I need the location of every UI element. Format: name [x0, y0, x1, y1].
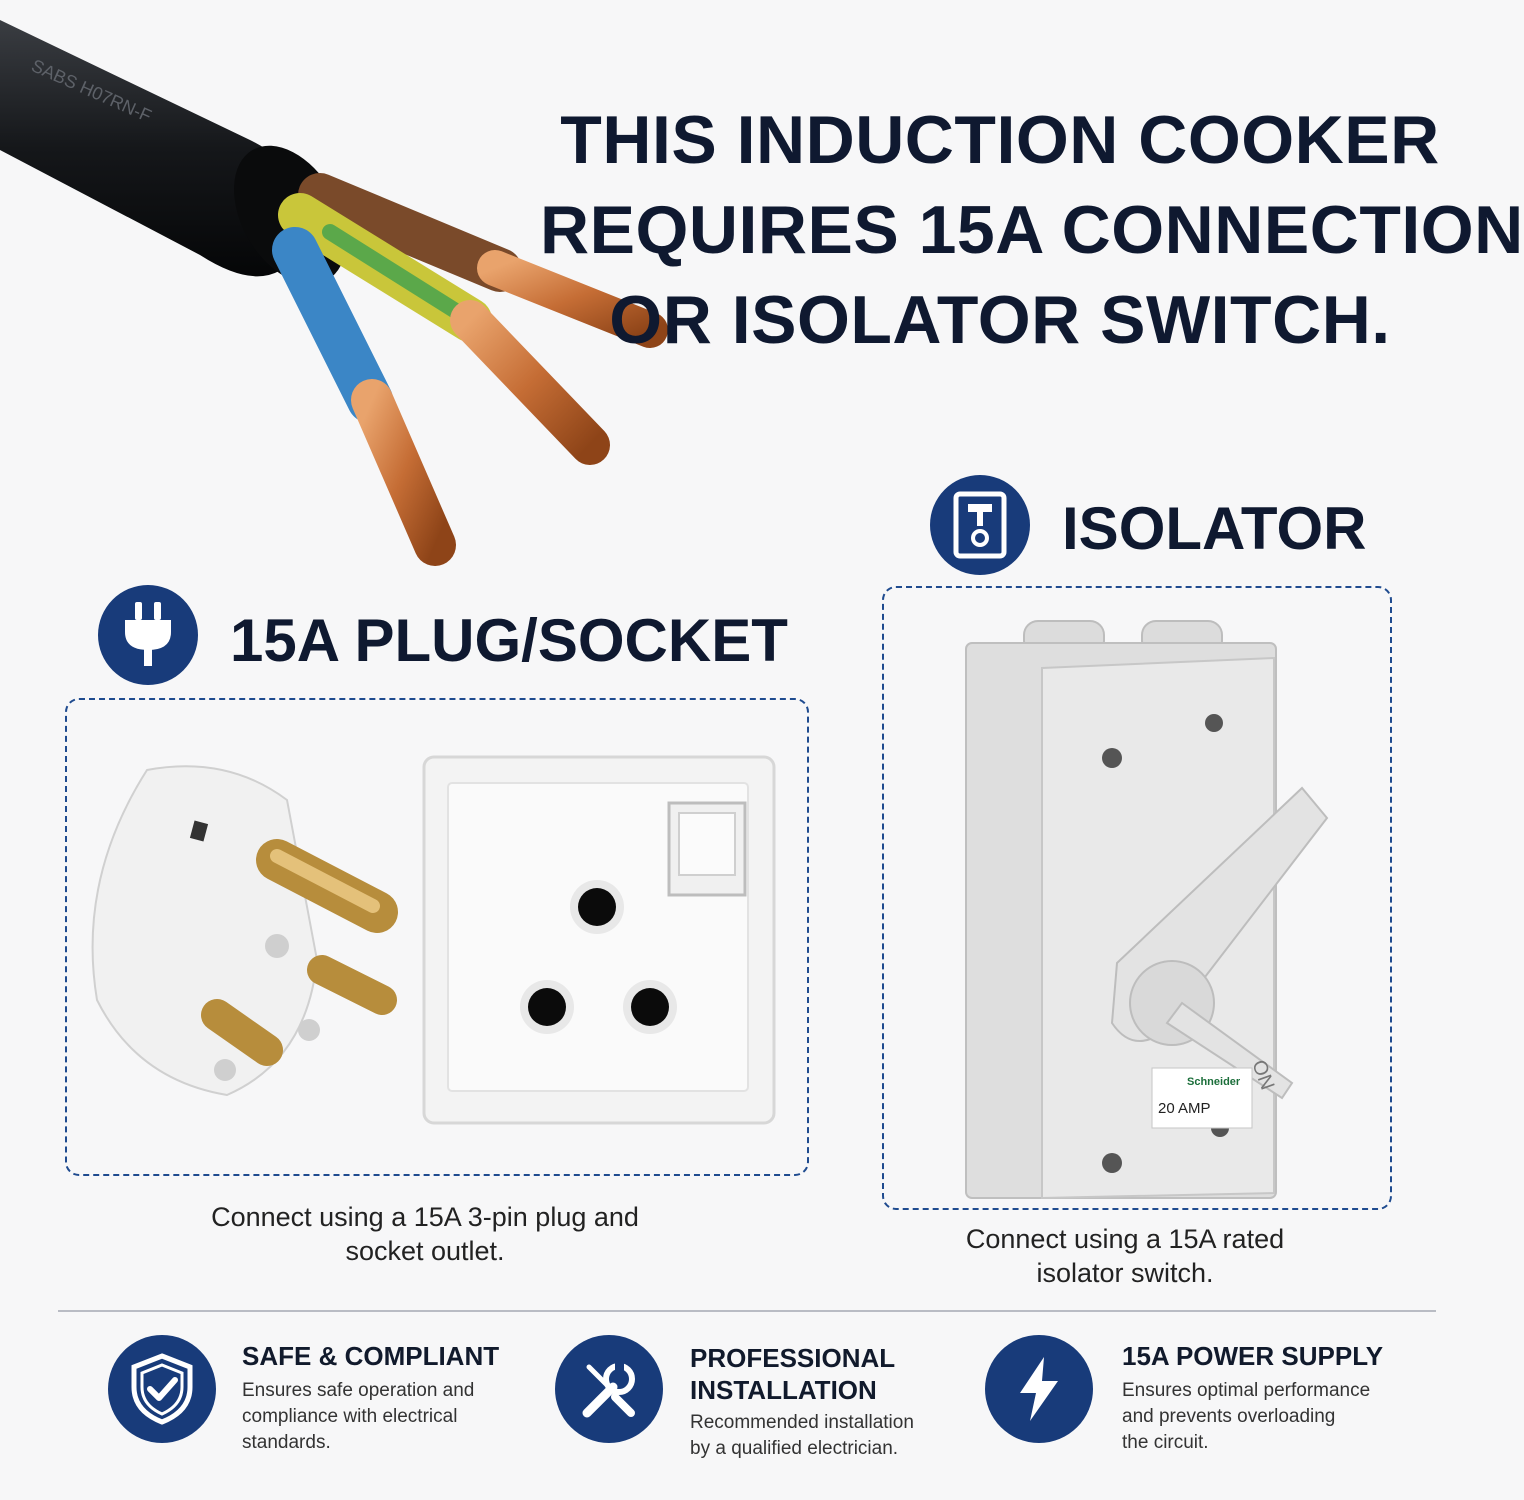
lightning-bolt-icon — [985, 1335, 1093, 1443]
cable-illustration: SABS H07RN-F — [0, 20, 668, 566]
wrench-screwdriver-icon — [555, 1335, 663, 1443]
plug-caption-line-2: socket outlet. — [345, 1236, 505, 1266]
feature-installation-title: PROFESSIONAL INSTALLATION — [690, 1342, 990, 1406]
headline-line-2: REQUIRES 15A CONNECTION — [540, 192, 1524, 268]
feature-installation: PROFESSIONAL INSTALLATION Recommended in… — [690, 1342, 990, 1462]
feature-installation-desc-line: Recommended installation — [690, 1412, 914, 1433]
feature-safe-title: SAFE & COMPLIANT — [242, 1341, 500, 1371]
headline-line-1: THIS INDUCTION COOKER — [560, 102, 1440, 178]
feature-power-desc-line: and prevents overloading — [1122, 1406, 1336, 1427]
feature-power-desc: Ensures optimal performance and prevents… — [1122, 1378, 1422, 1456]
feature-power-title: 15A POWER SUPPLY — [1122, 1341, 1384, 1371]
socket-outlet-image — [422, 755, 776, 1125]
feature-safe-desc-line: Ensures safe operation and — [242, 1380, 475, 1401]
plug-caption: Connect using a 15A 3-pin plug and socke… — [135, 1200, 715, 1268]
three-pin-plug-image — [91, 765, 398, 1097]
plug-icon — [98, 585, 198, 685]
feature-installation-desc-line: by a qualified electrician. — [690, 1438, 899, 1459]
plug-socket-title: 15A PLUG/SOCKET — [230, 607, 788, 674]
headline-line-3: OR ISOLATOR SWITCH. — [609, 282, 1391, 358]
headline: THIS INDUCTION COOKER REQUIRES 15A CONNE… — [540, 95, 1524, 365]
feature-power: 15A POWER SUPPLY Ensures optimal perform… — [1122, 1340, 1422, 1456]
isolator-caption-line-2: isolator switch. — [1036, 1258, 1214, 1288]
isolator-title: ISOLATOR — [1062, 495, 1367, 562]
label-brand: Schneider — [1187, 1076, 1241, 1088]
feature-safe-desc-line: standards. — [242, 1432, 331, 1453]
plug-caption-line-1: Connect using a 15A 3-pin plug and — [211, 1202, 639, 1232]
label-rating: 20 AMP — [1158, 1100, 1211, 1117]
isolator-switch-icon — [930, 475, 1030, 575]
isolator-caption-line-1: Connect using a 15A rated — [965, 1224, 1285, 1254]
shield-check-icon — [108, 1335, 216, 1443]
feature-power-desc-line: Ensures optimal performance — [1122, 1380, 1371, 1401]
feature-safe-desc: Ensures safe operation and compliance wi… — [242, 1378, 532, 1456]
feature-installation-desc: Recommended installation by a qualified … — [690, 1410, 990, 1462]
feature-installation-title-line: PROFESSIONAL — [690, 1343, 896, 1373]
feature-safe-desc-line: compliance with electrical — [242, 1406, 458, 1427]
feature-power-desc-line: the circuit. — [1122, 1432, 1209, 1453]
plug-socket-frame — [65, 698, 809, 1176]
isolator-frame: ON Schneider 20 AMP — [882, 586, 1392, 1210]
feature-installation-title-line: INSTALLATION — [690, 1375, 877, 1405]
isolator-switch-image: ON Schneider 20 AMP — [965, 620, 1329, 1200]
feature-safe: SAFE & COMPLIANT Ensures safe operation … — [242, 1340, 532, 1456]
divider — [58, 1310, 1436, 1312]
isolator-caption: Connect using a 15A rated isolator switc… — [905, 1222, 1345, 1290]
